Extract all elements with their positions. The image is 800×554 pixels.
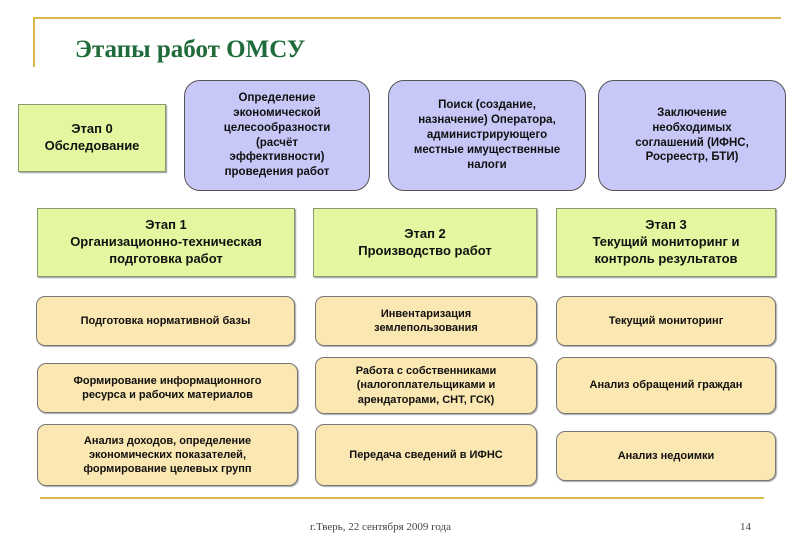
- top-box-operator: Поиск (создание, назначение) Оператора, …: [388, 80, 586, 191]
- slide-title: Этапы работ ОМСУ: [75, 36, 306, 63]
- page-number: 14: [740, 521, 751, 533]
- task-box: Анализ недоимки: [556, 431, 776, 481]
- stage-2-box: Этап 2 Производство работ: [313, 208, 537, 277]
- stage-0-box: Этап 0 Обследование: [18, 104, 166, 172]
- bottom-divider: [40, 497, 764, 499]
- task-box: Подготовка нормативной базы: [36, 296, 295, 346]
- stage-3-box: Этап 3 Текущий мониторинг и контроль рез…: [556, 208, 776, 277]
- footer-text: г.Тверь, 22 сентября 2009 года: [310, 521, 452, 533]
- top-divider: [33, 17, 781, 19]
- task-box: Формирование информационного ресурса и р…: [37, 363, 298, 413]
- stage-1-box: Этап 1 Организационно-техническая подгот…: [37, 208, 295, 277]
- top-box-feasibility: Определение экономической целесообразнос…: [184, 80, 370, 191]
- task-box: Анализ доходов, определение экономически…: [37, 424, 298, 486]
- left-divider: [33, 17, 35, 67]
- task-box: Текущий мониторинг: [556, 296, 776, 346]
- top-box-agreements: Заключение необходимых соглашений (ИФНС,…: [598, 80, 786, 191]
- task-box: Анализ обращений граждан: [556, 357, 776, 414]
- task-box: Работа с собственниками (налогоплательщи…: [315, 357, 537, 414]
- task-box: Инвентаризация землепользования: [315, 296, 537, 346]
- task-box: Передача сведений в ИФНС: [315, 424, 537, 486]
